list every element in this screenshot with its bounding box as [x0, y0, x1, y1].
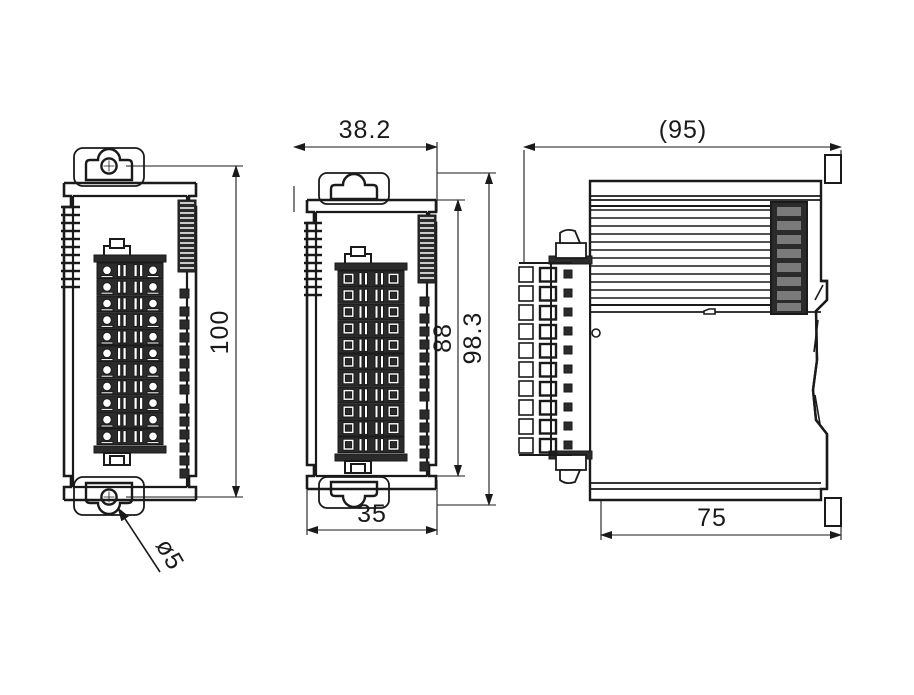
rear-heatsink-fins — [304, 221, 322, 297]
side-connector-block — [770, 201, 808, 315]
side-din-clip-inner — [813, 284, 824, 425]
rear-view — [304, 172, 438, 509]
front-terminal-block — [93, 238, 167, 466]
front-body-left-rail — [62, 181, 196, 502]
leader-line-hole — [117, 507, 161, 573]
rear-body-left-rail — [305, 198, 436, 491]
dimension-hole-diameter — [117, 507, 161, 573]
side-terminal-assembly — [517, 228, 593, 485]
dim-text-95: (95) — [659, 116, 707, 144]
front-connector-comb — [177, 199, 197, 273]
dimension-height-inner — [418, 199, 465, 477]
dim-text-35: 35 — [357, 500, 387, 528]
rear-terminal-block — [334, 246, 408, 474]
dim-text-98-3: 98.3 — [459, 312, 487, 365]
front-led-column — [179, 288, 190, 479]
dimension-depth-reference — [523, 143, 842, 262]
dim-text-88: 88 — [429, 323, 457, 353]
side-din-clip — [811, 279, 829, 489]
dim-text-38-2: 38.2 — [339, 116, 392, 144]
side-bottom-band — [590, 482, 821, 490]
side-top-band — [590, 180, 821, 201]
dimension-height-overall — [126, 165, 243, 498]
front-body-inner — [71, 194, 189, 489]
rear-body-inner — [314, 210, 429, 478]
front-body-right-rail — [187, 183, 198, 500]
rear-mounting-tab-top — [318, 172, 390, 205]
side-latch-mark — [703, 308, 716, 315]
side-terminal-bottom-clip — [555, 454, 587, 471]
front-mounting-tab-top — [73, 147, 145, 187]
rear-connector-comb — [417, 214, 437, 284]
dim-text-75: 75 — [697, 504, 727, 532]
side-rail-tab-bottom — [824, 497, 842, 527]
side-rail-tab-top — [824, 154, 842, 184]
dim-text-100: 100 — [206, 310, 234, 355]
side-view — [517, 154, 842, 527]
front-view — [61, 147, 198, 516]
rear-led-column — [419, 296, 430, 472]
dimension-depth-body — [600, 500, 842, 540]
front-heatsink-fins — [61, 205, 80, 289]
dimension-height-body — [437, 172, 496, 506]
side-screw-hole — [591, 328, 601, 338]
side-terminal-top-clip — [555, 242, 587, 259]
front-mounting-tab-bottom — [73, 476, 145, 516]
side-ventilation-slots — [590, 205, 775, 306]
dimension-width-bottom — [306, 480, 438, 535]
